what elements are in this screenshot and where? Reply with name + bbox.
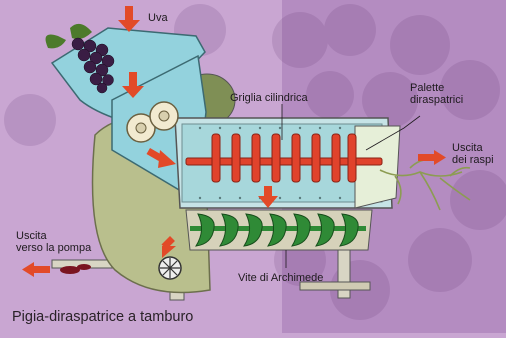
label-vite-archimede: Vite di Archimede <box>238 272 323 284</box>
label-uscita-pompa-line1: Uscita <box>16 230 47 242</box>
label-uscita-raspi-line2: dei raspi <box>452 154 494 166</box>
label-griglia-cilindrica: Griglia cilindrica <box>230 92 308 104</box>
label-uscita-pompa-line2: verso la pompa <box>16 242 91 254</box>
diagram-title: Pigia-diraspatrice a tamburo <box>12 309 193 325</box>
raspi-exit-chute <box>355 126 400 208</box>
label-uscita-raspi-line1: Uscita <box>452 142 483 154</box>
label-palette-line1: Palette <box>410 82 444 94</box>
wheel-icon <box>159 257 181 279</box>
label-palette-line2: diraspatrici <box>410 94 463 106</box>
label-uva: Uva <box>148 12 168 24</box>
